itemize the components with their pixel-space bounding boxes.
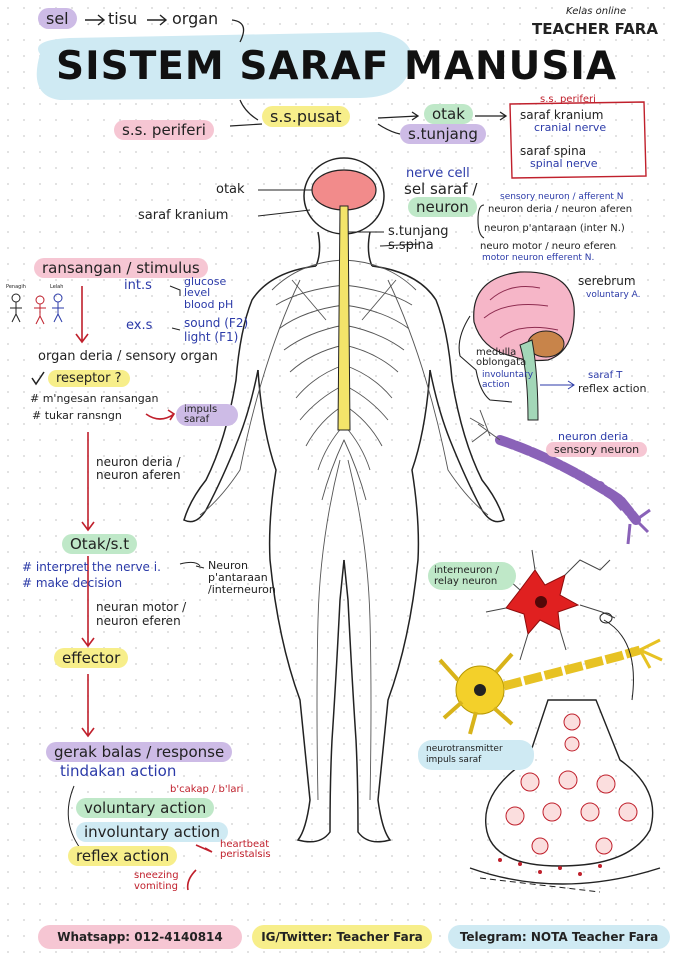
interneuron-label: Neuron p'antaraan /interneuron [208, 559, 276, 596]
body-label-spina: s.spina [388, 238, 434, 253]
bullet-tukar: # tukar ransngn [32, 409, 122, 422]
effector-label: effector [54, 648, 129, 668]
gerak-balas-label: gerak balas / response [46, 742, 233, 762]
organ-deria-label: organ deria / sensory organ [38, 349, 218, 364]
page-title: SISTEM SARAF MANUSIA [56, 44, 618, 89]
motor-line-my: neuro motor / neuro eferen [480, 241, 616, 252]
impuls-label: impuls saraf [176, 404, 238, 426]
sensory-path-label: neuron deria / neuron aferen [96, 455, 181, 482]
sensory-neuron-cell-label: sensory neuron [546, 442, 648, 457]
kranium-en: cranial nerve [534, 121, 607, 134]
otak-label: otak [424, 104, 473, 124]
stick-figures-icon [10, 293, 64, 325]
medulla-label: medulla oblongata [476, 347, 527, 368]
nerve-cell-label: nerve cell [406, 166, 470, 181]
stick-label-1: Penagih [6, 284, 26, 290]
periferi-label: s.s. periferi [114, 120, 214, 140]
arrow-icon [85, 14, 106, 26]
interpret-label: # interpret the nerve i. [22, 560, 161, 574]
serebrum-label: serebrum [578, 274, 636, 288]
relay-line: neuron p'antaraan (inter N.) [484, 223, 625, 234]
title-highlight [36, 32, 413, 100]
motor-path-label: neuran motor / neuron eferen [96, 600, 187, 628]
brain-section-icon [458, 271, 575, 421]
synapse-icon [469, 699, 661, 893]
interneuron-cell-label: interneuron / relay neuron [428, 562, 516, 590]
heartbeat-label: heartbeat peristalsis [220, 839, 271, 860]
sensory-line-en: sensory neuron / afferent N [500, 192, 624, 202]
motor-line-en: motor neuron efferent N. [482, 253, 595, 263]
motor-neuron-icon [438, 638, 663, 735]
telegram-contact[interactable]: Telegram: NOTA Teacher Fara [448, 925, 670, 949]
spinal-cord-icon [337, 205, 351, 431]
whatsapp-contact[interactable]: Whatsapp: 012-4140814 [38, 925, 242, 949]
neurotransmitter-label: neurotransmitter impuls saraf [418, 740, 534, 770]
chain-organ: organ [172, 9, 219, 28]
body-label-otak: otak [216, 182, 245, 197]
check-icon [31, 371, 45, 386]
sneezing-label: sneezing vomiting [134, 870, 179, 892]
brand-small: Kelas online [566, 6, 627, 17]
ex-item-light: light (F1) [184, 330, 239, 344]
bullet-mengesan: # m'ngesan ransangan [30, 392, 159, 405]
chain-sel: sel [38, 8, 77, 29]
stick-label-2: Lelah [50, 284, 64, 290]
int-item-glucose: glucose level [184, 275, 227, 299]
pusat-label: s.s.pusat [262, 106, 350, 127]
body-label-kranium: saraf kranium [138, 208, 229, 223]
ex-s-label: ex.s [126, 318, 153, 333]
ex-item-sound: sound (F2) [184, 316, 249, 330]
chain-tisu: tisu [108, 9, 138, 28]
kranium-label: saraf kranium [520, 108, 604, 122]
sensory-line-my: neuron deria / neuron aferen [488, 204, 633, 215]
periferi-box [509, 101, 647, 179]
reseptor-label: reseptor ? [48, 370, 130, 387]
voluntary-a-label: voluntary A. [586, 290, 641, 300]
tindakan-label: tindakan action [60, 762, 177, 780]
saraf-t-label: saraf T [588, 370, 623, 381]
tunjang-label: s.tunjang [400, 124, 486, 144]
periferi-box-title: s.s. periferi [540, 94, 596, 105]
spina-en: spinal nerve [530, 157, 598, 170]
otak-st-label: Otak/s.t [62, 534, 138, 554]
human-body-outline [183, 157, 505, 843]
flow-arrows [75, 286, 213, 891]
neuron-deria-cell-label: neuron deria [558, 430, 629, 443]
sel-saraf-label: sel saraf / [404, 180, 478, 198]
decide-label: # make decision [22, 576, 123, 590]
spinal-nerves [199, 259, 489, 801]
neuron-label: neuron [408, 197, 477, 217]
stimulus-label: ransangan / stimulus [34, 258, 208, 278]
sensory-neuron-icon [469, 409, 651, 545]
involuntary-label: involuntary action [76, 822, 228, 842]
arrow-icon [147, 14, 168, 26]
ig-twitter-contact[interactable]: IG/Twitter: Teacher Fara [252, 925, 432, 949]
voluntary-label: voluntary action [76, 798, 215, 818]
spina-label: saraf spina [520, 144, 587, 158]
int-item-ph: blood pH [184, 298, 234, 311]
reflex-label: reflex action [578, 382, 647, 395]
bcakap-label: b'cakap / b'lari [170, 784, 244, 795]
body-label-tunjang: s.tunjang [388, 224, 449, 239]
brand-large: TEACHER FARA [532, 20, 658, 38]
involuntary-label: involuntary action [482, 370, 534, 390]
brain-icon [311, 169, 377, 211]
int-s-label: int.s [124, 278, 152, 293]
reflex-action-label: reflex action [68, 846, 178, 866]
